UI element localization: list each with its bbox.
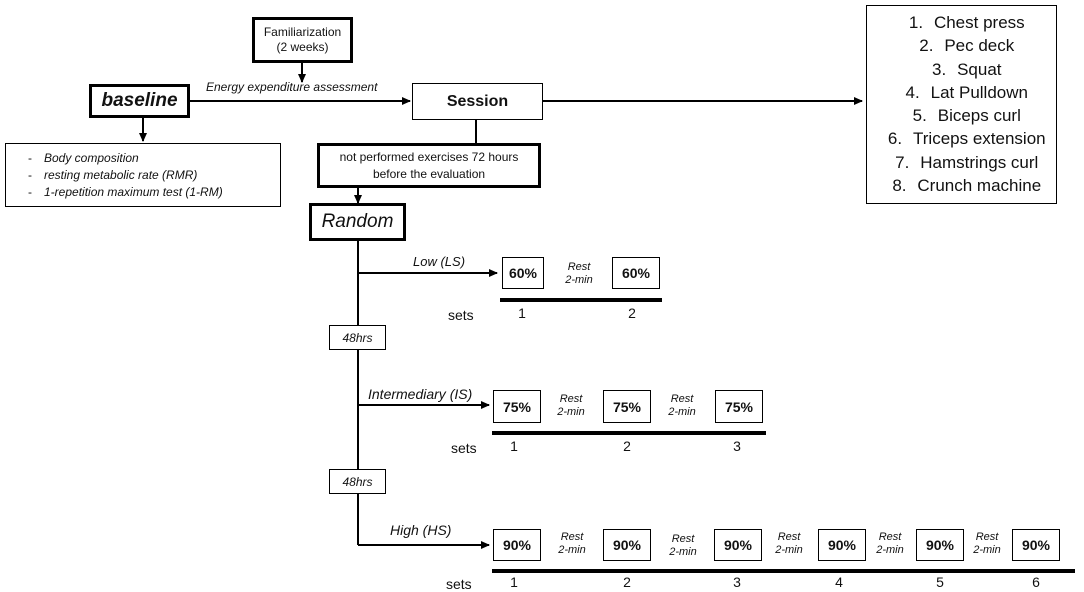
baseline-test-text: Body composition (44, 150, 139, 165)
interval-48hrs-1: 48hrs (329, 325, 386, 350)
sets-label: sets (451, 440, 477, 456)
set-number: 4 (835, 574, 843, 590)
intensity-box: 75% (715, 390, 763, 423)
baseline-label: baseline (101, 90, 178, 111)
interval-48hrs-2: 48hrs (329, 469, 386, 494)
session-box: Session (412, 83, 543, 120)
protocol-label-low: Low (LS) (413, 254, 466, 269)
intensity-box: 90% (603, 529, 651, 561)
set-number: 2 (623, 574, 631, 590)
random-box: Random (309, 203, 406, 241)
exercise-item: 7.Hamstrings curl (895, 152, 1039, 172)
no-exercise-line2: before the evaluation (372, 166, 486, 181)
exercise-item: 3.Squat (931, 59, 1002, 79)
set-number: 1 (510, 574, 518, 590)
set-number: 1 (510, 438, 518, 454)
exercise-item: 2.Pec deck (919, 36, 1015, 56)
protocol-label-high: High (HS) (390, 522, 452, 538)
intensity-box: 90% (1012, 529, 1060, 561)
intensity-box: 75% (493, 390, 541, 423)
session-label: Session (446, 92, 509, 110)
set-number: 2 (623, 438, 631, 454)
baseline-test-text: resting metabolic rate (RMR) (44, 167, 198, 182)
intensity-box: 90% (493, 529, 541, 561)
baseline-test-item: -Body composition (16, 150, 139, 167)
familiarization-box: Familiarization (2 weeks) (252, 17, 353, 63)
intensity-box: 90% (714, 529, 762, 561)
familiarization-title: Familiarization (263, 25, 342, 39)
set-number: 1 (518, 305, 526, 321)
list-dash: - (28, 150, 32, 165)
intensity-box: 60% (612, 257, 660, 289)
exercise-list: 1.Chest press 2.Pec deck 3.Squat 4.Lat P… (877, 11, 1046, 197)
no-exercise-box: not performed exercises 72 hours before … (317, 143, 541, 188)
familiarization-duration: (2 weeks) (276, 40, 329, 54)
exercise-item: 6.Triceps extension (887, 129, 1046, 149)
no-exercise-line1: not performed exercises 72 hours (339, 149, 519, 164)
set-number: 6 (1032, 574, 1040, 590)
sets-label: sets (446, 576, 472, 592)
random-label: Random (321, 211, 394, 232)
exercise-item: 4.Lat Pulldown (905, 82, 1028, 102)
exercise-item: 8.Crunch machine (892, 176, 1042, 196)
set-number: 5 (936, 574, 944, 590)
baseline-tests-box: -Body composition -resting metabolic rat… (5, 143, 281, 207)
sets-label: sets (448, 307, 474, 323)
intensity-box: 75% (603, 390, 651, 423)
protocol-label-intermediary: Intermediary (IS) (368, 386, 473, 402)
set-number: 2 (628, 305, 636, 321)
energy-assessment-label: Energy expenditure assessment (206, 80, 378, 94)
exercise-list-box: 1.Chest press 2.Pec deck 3.Squat 4.Lat P… (866, 5, 1057, 204)
intensity-box: 90% (818, 529, 866, 561)
list-dash: - (28, 167, 32, 182)
baseline-test-item: -resting metabolic rate (RMR) (16, 167, 197, 184)
list-dash: - (28, 184, 32, 199)
baseline-box: baseline (89, 84, 190, 118)
intensity-box: 60% (502, 257, 544, 289)
baseline-test-item: -1-repetition maximum test (1-RM) (16, 184, 223, 201)
intensity-box: 90% (916, 529, 964, 561)
baseline-test-text: 1-repetition maximum test (1-RM) (44, 184, 223, 199)
set-number: 3 (733, 438, 741, 454)
set-number: 3 (733, 574, 741, 590)
exercise-item: 5.Biceps curl (912, 106, 1021, 126)
exercise-item: 1.Chest press (908, 13, 1025, 32)
